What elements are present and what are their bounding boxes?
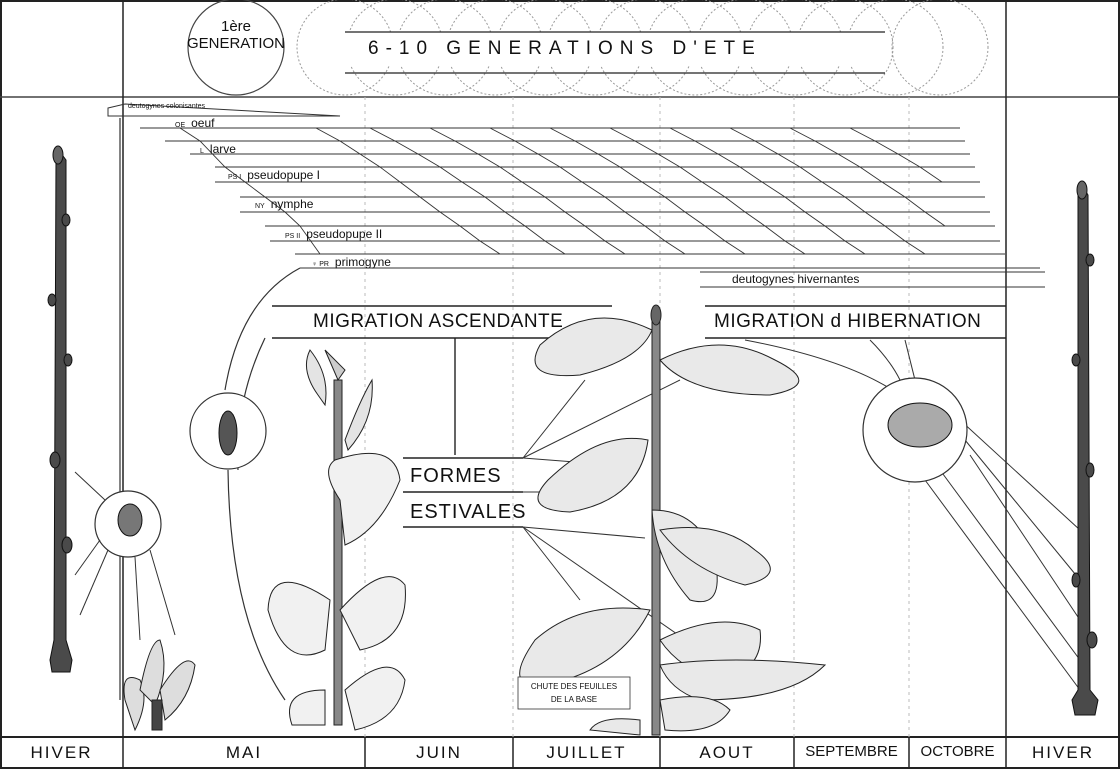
stage-larve-abbr: L — [200, 148, 204, 155]
stage-pseudopupe-1-label: pseudopupe I — [247, 168, 320, 182]
left-winter-twig — [48, 146, 72, 672]
leaf-fall-note-line-2: DE LA BASE — [518, 693, 630, 706]
first-generation-label: 1ère GENERATION — [176, 18, 296, 52]
stage-primogyne: ♀ PR primogyne — [312, 255, 391, 269]
mite-to-plant-curve — [228, 470, 285, 700]
stage-pseudopupe-1: PS I pseudopupe I — [228, 168, 320, 182]
month-juillet: JUILLET — [513, 743, 660, 763]
leaf-fall-note: CHUTE DES FEUILLES DE LA BASE — [518, 680, 630, 706]
stage-oeuf-label: oeuf — [191, 116, 214, 130]
july-plant — [520, 305, 825, 735]
spring-bud-leaves — [124, 640, 195, 730]
stage-pseudopupe-1-abbr: PS I — [228, 174, 241, 181]
stage-nymphe-label: nymphe — [271, 197, 314, 211]
leaf-fall-note-line-1: CHUTE DES FEUILLES — [518, 680, 630, 693]
ascending-migration-label: MIGRATION ASCENDANTE — [313, 311, 563, 333]
winter-mite-icon — [118, 504, 142, 536]
stage-nymphe: NY nymphe — [255, 197, 313, 211]
colonising-deutogynes-label: deutogynes colonisantes — [128, 103, 205, 110]
stage-pseudopupe-2-abbr: PS II — [285, 233, 300, 240]
stage-pseudopupe-2: PS II pseudopupe II — [285, 227, 382, 241]
first-generation-line-1: 1ère — [176, 18, 296, 35]
summer-forms-line-1: FORMES — [410, 458, 526, 494]
stage-primogyne-abbr: ♀ PR — [312, 261, 329, 268]
stage-oeuf-abbr: OE — [175, 122, 185, 129]
month-mai: MAI — [123, 743, 365, 763]
summer-forms-line-2: ESTIVALES — [410, 494, 526, 530]
summer-generations-title: 6-10 GENERATIONS D'ETE — [368, 38, 762, 60]
month-gridlines — [365, 97, 909, 737]
month-aout: AOUT — [660, 743, 794, 763]
month-hiver-end: HIVER — [1006, 743, 1120, 763]
spring-mite-icon — [219, 411, 237, 455]
right-winter-twig — [1072, 181, 1098, 715]
month-octobre: OCTOBRE — [909, 743, 1006, 760]
stage-nymphe-abbr: NY — [255, 203, 265, 210]
stage-larve-label: larve — [210, 142, 236, 156]
summer-forms-label: FORMES ESTIVALES — [410, 458, 526, 530]
overwintering-deutogynes-label: deutogynes hivernantes — [732, 272, 859, 286]
first-generation-line-2: GENERATION — [176, 35, 296, 52]
month-hiver-start: HIVER — [0, 743, 123, 763]
month-septembre: SEPTEMBRE — [794, 743, 909, 760]
hibernation-migration-label: MIGRATION d HIBERNATION — [714, 311, 981, 333]
stage-primogyne-label: primogyne — [335, 255, 391, 269]
primogyne-to-mite-arrow — [225, 268, 300, 390]
june-plant — [268, 350, 405, 730]
month-juin: JUIN — [365, 743, 513, 763]
stage-oeuf: OE oeuf — [175, 116, 214, 130]
stage-pseudopupe-2-label: pseudopupe II — [306, 227, 382, 241]
hibernation-mite-icon — [888, 403, 952, 447]
